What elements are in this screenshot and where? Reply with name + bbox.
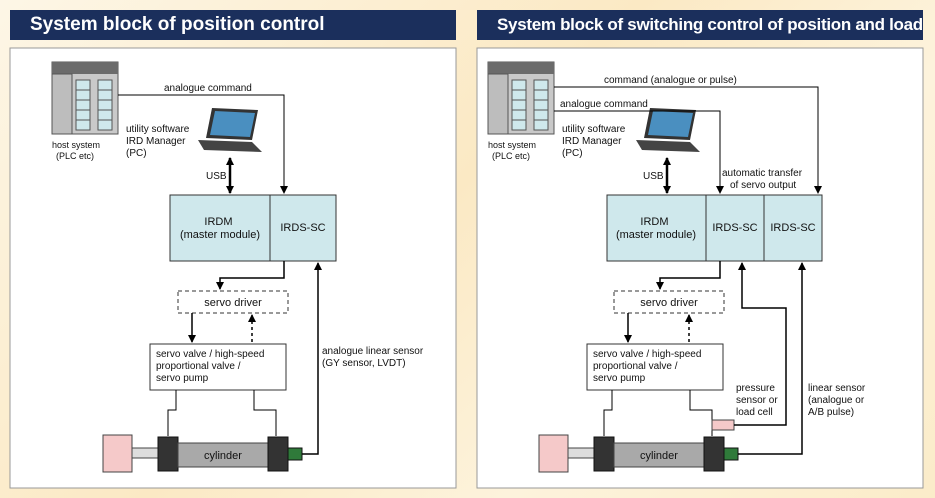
cylinder-body	[177, 442, 269, 468]
left-diagram: host system (PLC etc) utility software I…	[51, 61, 426, 473]
command-line	[554, 86, 822, 194]
cylinder-label-right: cylinder	[640, 450, 678, 462]
irdm-label: IRDM (master module)	[180, 216, 260, 241]
irdm-label-right: IRDM (master module)	[616, 216, 696, 241]
linear-sensor-block-right	[723, 447, 739, 461]
output-to-driver-line	[216, 261, 285, 290]
pressure-sensor-block	[711, 419, 735, 431]
irds-sc-label: IRDS-SC	[280, 222, 325, 234]
usb-label-right: USB	[643, 171, 664, 182]
plc-icon	[51, 61, 119, 135]
sensor-feedback-line	[302, 262, 322, 455]
pressure-feedback-line	[734, 262, 787, 426]
linear-sensor-block	[287, 447, 303, 461]
analogue-command-label: analogue command	[164, 83, 252, 94]
servo-valve-label: servo valve / high-speed proportional va…	[156, 349, 267, 384]
irdm-module	[169, 194, 337, 262]
right-diagram: host system (PLC etc) utility software I…	[487, 61, 868, 473]
transfer-label: automatic transfer of servo output	[722, 168, 805, 191]
linear-sensor-label: linear sensor (analogue or A/B pulse)	[808, 383, 868, 418]
servo-driver-box	[177, 290, 289, 314]
analogue-command-line-right	[554, 110, 724, 194]
cylinder-label: cylinder	[204, 450, 242, 462]
title-position-control: System block of position control	[10, 10, 456, 40]
host-system-label-right: host system (PLC etc)	[488, 140, 539, 161]
servo-driver-label: servo driver	[204, 297, 262, 309]
servo-valve-box	[149, 343, 287, 391]
load-block	[102, 434, 133, 473]
pc-label: utility software IRD Manager (PC)	[126, 124, 192, 159]
plc-icon-right	[487, 61, 555, 135]
pc-label-right: utility software IRD Manager (PC)	[562, 124, 628, 159]
irds-sc-label-2: IRDS-SC	[770, 222, 815, 234]
title-switching-control: System block of switching control of pos…	[477, 10, 923, 40]
output-to-driver-line-right	[656, 261, 721, 290]
analogue-command-label-right: analogue command	[560, 99, 648, 110]
host-system-label: host system (PLC etc)	[52, 140, 103, 161]
servo-valve-box-right	[586, 343, 724, 391]
linear-feedback-line	[738, 262, 806, 455]
servo-valve-label-right: servo valve / high-speed proportional va…	[593, 349, 704, 384]
servo-driver-label-right: servo driver	[640, 297, 698, 309]
analogue-command-line	[118, 94, 288, 194]
laptop-icon-right	[636, 108, 700, 152]
command-label: command (analogue or pulse)	[604, 75, 737, 86]
laptop-icon	[198, 108, 262, 152]
irdm-module-right	[606, 194, 823, 262]
sensor-label: analogue linear sensor (GY sensor, LVDT)	[322, 346, 426, 369]
servo-driver-box-right	[613, 290, 725, 314]
cylinder-body-right	[613, 442, 705, 468]
usb-label: USB	[206, 171, 227, 182]
irds-sc-label-1: IRDS-SC	[712, 222, 757, 234]
load-block-right	[538, 434, 569, 473]
pressure-label: pressure sensor or load cell	[736, 383, 780, 418]
